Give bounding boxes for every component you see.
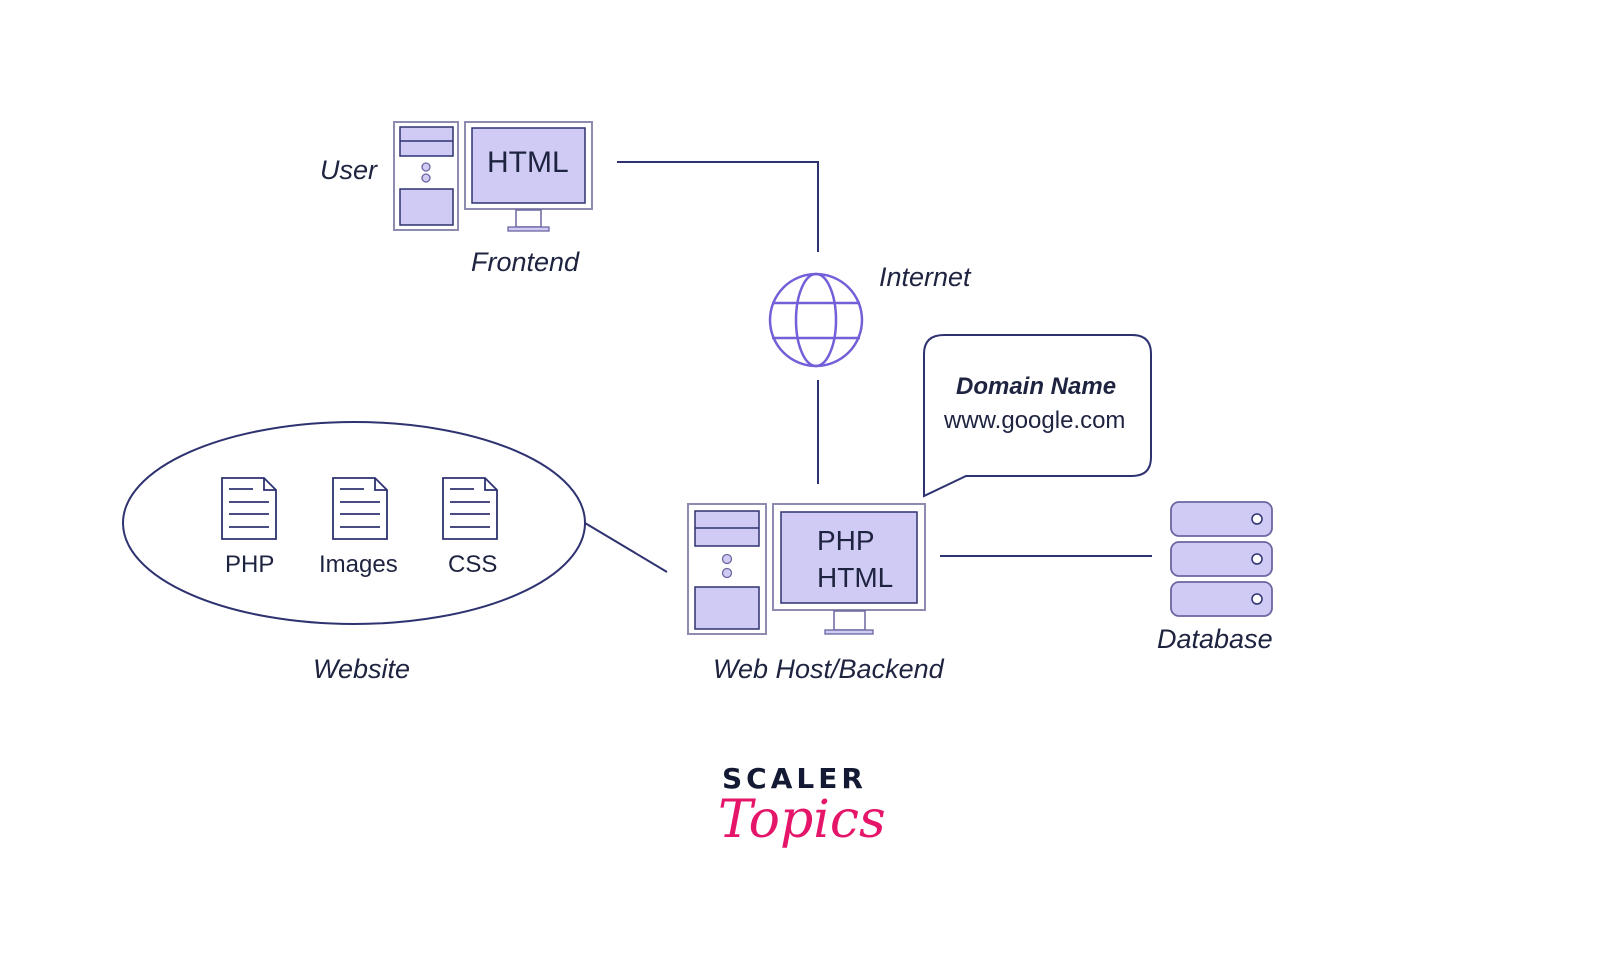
- globe-icon: [768, 272, 864, 368]
- brand-logo-wordmark: SCALER: [722, 762, 867, 795]
- user-monitor-icon: [464, 121, 593, 232]
- internet-label: Internet: [879, 262, 971, 292]
- edge-website-webhost: [584, 522, 668, 573]
- website-ellipse: [122, 421, 586, 625]
- webhost-screen-text: PHP HTML: [817, 522, 893, 596]
- webhost-caption: Web Host/Backend: [713, 654, 944, 684]
- database-caption: Database: [1157, 624, 1273, 654]
- user-tower-icon: [393, 121, 459, 231]
- webhost-monitor-icon: [772, 503, 926, 635]
- edge-user-internet: [617, 161, 819, 252]
- document-icon: [221, 477, 277, 540]
- user-screen-text: HTML: [487, 146, 569, 179]
- domain-speech-bubble: [923, 334, 1152, 498]
- file-label-css: CSS: [448, 551, 498, 578]
- user-label: User: [320, 155, 378, 185]
- frontend-caption: Frontend: [471, 247, 580, 277]
- website-caption: Website: [313, 654, 411, 684]
- webhost-screen-line-php: PHP: [817, 525, 875, 556]
- domain-name-value: www.google.com: [944, 407, 1126, 434]
- brand-logo-script: Topics: [718, 790, 886, 850]
- document-icon: [442, 477, 498, 540]
- domain-name-title: Domain Name: [956, 373, 1117, 400]
- webhost-screen-line-html: HTML: [817, 562, 894, 593]
- webhost-tower-icon: [687, 503, 767, 635]
- file-label-images: Images: [319, 551, 398, 578]
- file-label-php: PHP: [225, 551, 275, 578]
- document-icon: [332, 477, 388, 540]
- server-stack-icon: [1170, 501, 1273, 617]
